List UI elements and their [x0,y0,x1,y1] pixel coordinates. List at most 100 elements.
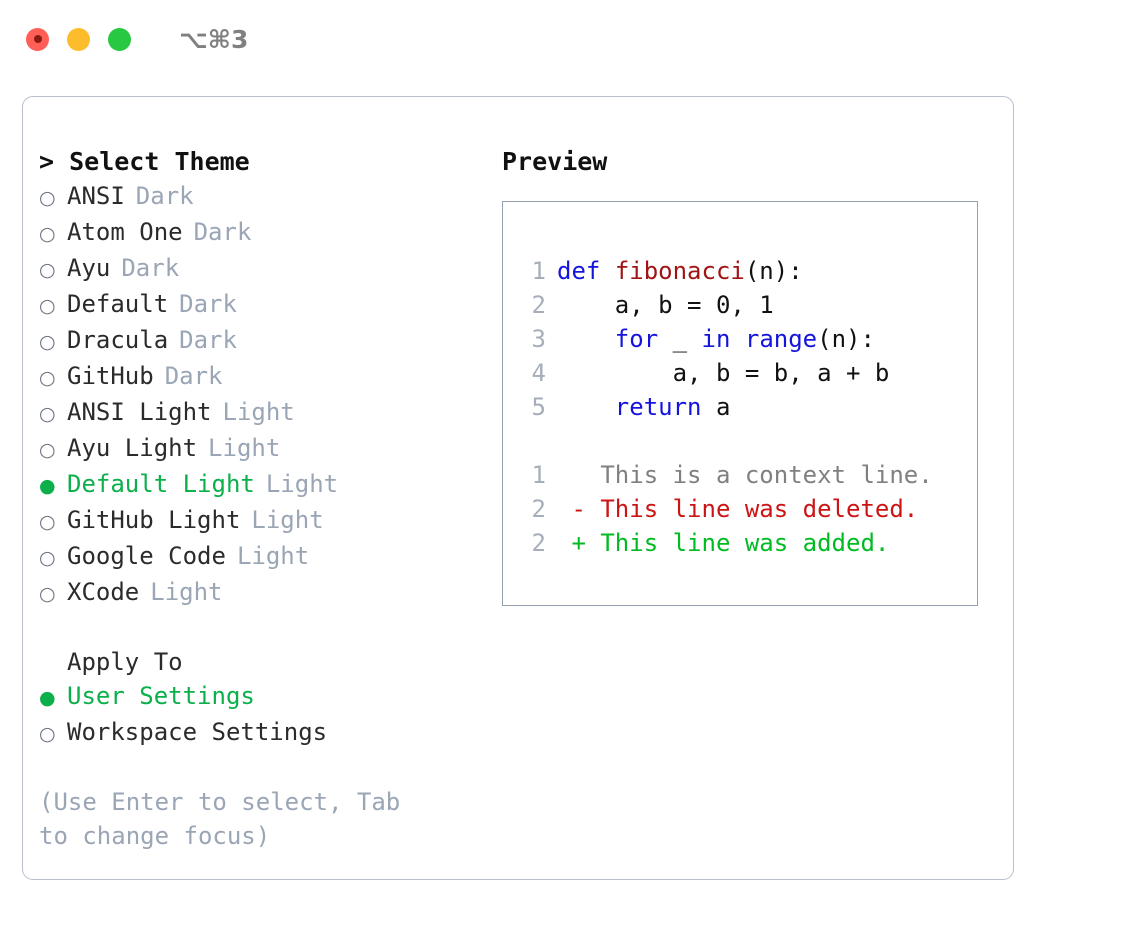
apply-to-option-user-settings[interactable]: ● User Settings [39,679,479,715]
code-token-plain: (n): [817,325,875,353]
radio-unselected-icon: ○ [39,511,56,533]
diff-line-content: + This line was added. [557,526,889,560]
code-token-plain: a, b = b, a + b [557,359,890,387]
code-line-number: 3 [531,325,546,353]
code-token-plain: (n): [744,257,803,285]
theme-option-label: GitHub [67,362,154,390]
code-token-plain: a, b = 0, 1 [557,291,774,319]
radio-unselected-icon: ○ [39,223,56,245]
theme-option-label: ANSI [67,182,125,210]
code-line-content: for _ in range(n): [557,322,875,356]
zoom-button[interactable] [108,27,131,51]
code-line-content: a, b = b, a + b [557,356,890,390]
code-line-content: a, b = 0, 1 [557,288,774,322]
section-spacer [39,611,479,645]
theme-option-ayu[interactable]: ○ Ayu Dark [39,251,479,287]
theme-option-label: Ayu Light [67,434,198,462]
apply-to-option-workspace-settings[interactable]: ○ Workspace Settings [39,715,479,751]
theme-option-tag: Dark [135,182,194,210]
diff-sample: 1 This is a context line.2 - This line w… [520,458,971,560]
theme-option-label: Ayu [67,254,111,282]
diff-text: This line was deleted. [600,495,919,523]
theme-option-tag: Dark [121,254,180,282]
diff-line-ctx: 1 This is a context line. [520,458,971,492]
theme-option-ansi-light[interactable]: ○ ANSI Light Light [39,395,479,431]
theme-option-label: GitHub Light [67,506,241,534]
diff-text: This line was added. [600,529,890,557]
theme-option-tag: Dark [164,362,223,390]
theme-option-tag: Dark [179,326,237,354]
apply-to-option-label: User Settings [67,682,255,710]
radio-unselected-icon: ○ [39,331,56,353]
apply-to-header: Apply To [67,648,183,676]
select-theme-header: > Select Theme [39,147,250,176]
minimize-button[interactable] [67,27,90,51]
theme-option-tag: Light [236,542,310,570]
theme-option-tag: Light [265,470,339,498]
diff-line-del: 2 - This line was deleted. [520,492,971,526]
diff-text: This is a context line. [600,461,933,489]
code-token-kw: def [557,257,601,285]
code-line-content: return a [557,390,731,424]
radio-unselected-icon: ○ [39,723,56,745]
diff-marker: - [557,495,601,523]
diff-line-add: 2 + This line was added. [520,526,971,560]
theme-option-tag: Light [150,578,223,606]
preview-title: Preview [502,147,608,176]
close-button[interactable] [26,27,49,51]
radio-unselected-icon: ○ [39,583,56,605]
code-line-number: 1 [531,257,546,285]
keyboard-shortcut-label: ⌥⌘3 [179,24,249,54]
diff-marker [557,461,600,489]
code-line-number: 5 [531,393,546,421]
theme-option-label: Dracula [67,326,169,354]
code-token-kw: return [614,393,702,421]
theme-option-label: Default [67,290,169,318]
theme-option-default[interactable]: ○ Default Dark [39,287,479,323]
code-line: 2 a, b = 0, 1 [520,288,971,322]
apply-to-option-label: Workspace Settings [67,718,328,746]
diff-line-content: - This line was deleted. [557,492,918,526]
theme-option-xcode[interactable]: ○ XCode Light [39,575,479,611]
code-token-kw: range [744,325,818,353]
code-token-plain [600,257,614,285]
code-token-plain [557,325,615,353]
code-token-plain [730,325,744,353]
radio-unselected-icon: ○ [39,403,56,425]
window-controls [26,27,131,51]
diff-line-number: 2 [531,495,546,523]
code-blank-line [520,424,971,458]
radio-unselected-icon: ○ [39,547,56,569]
theme-option-github[interactable]: ○ GitHub Dark [39,359,479,395]
radio-selected-icon: ● [39,687,56,709]
theme-option-label: XCode [67,578,140,606]
code-token-kw: in [701,325,731,353]
radio-unselected-icon: ○ [39,259,56,281]
diff-line-content: This is a context line. [557,458,933,492]
theme-option-dracula[interactable]: ○ Dracula Dark [39,323,479,359]
code-line: 3 for _ in range(n): [520,322,971,356]
code-token-plain: a [701,393,731,421]
code-token-plain: _ [658,325,702,353]
diff-line-number: 1 [531,461,546,489]
radio-unselected-icon: ○ [39,295,56,317]
theme-option-tag: Light [222,398,295,426]
theme-option-label: ANSI Light [67,398,212,426]
theme-option-label: Default Light [67,470,255,498]
radio-unselected-icon: ○ [39,367,56,389]
radio-unselected-icon: ○ [39,439,56,461]
theme-option-tag: Dark [179,290,237,318]
